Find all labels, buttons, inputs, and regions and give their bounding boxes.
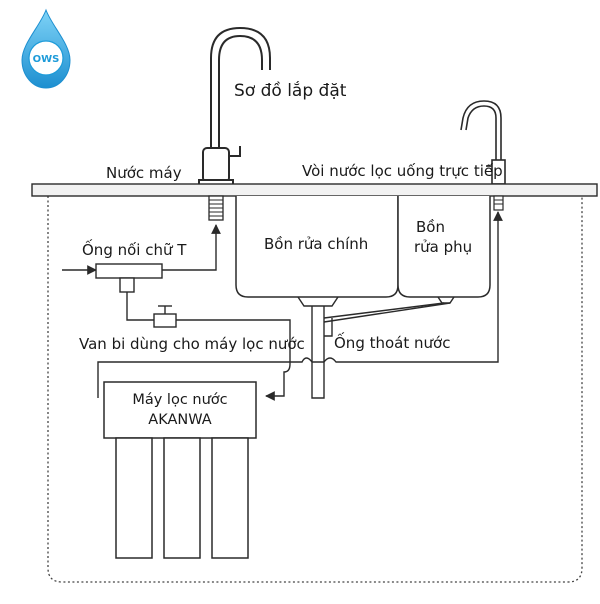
- side-sink: [397, 196, 491, 298]
- line-valve-to-filter: [176, 319, 291, 401]
- line-filter-to-faucet: [97, 211, 503, 398]
- label-main-sink: Bồn rửa chính: [264, 235, 368, 253]
- label-ball-valve: Van bi dùng cho máy lọc nước: [79, 335, 305, 353]
- logo-text: OWS: [33, 54, 60, 65]
- label-t-connector: Ống nối chữ T: [82, 238, 187, 259]
- label-drain-pipe: Ống thoát nước: [334, 331, 450, 352]
- label-side-sink-line2: rửa phụ: [414, 238, 472, 256]
- label-filter-line2: AKANWA: [148, 412, 211, 428]
- line-t-to-valve: [126, 292, 154, 321]
- ball-valve: [153, 305, 177, 328]
- main-sink: [235, 196, 399, 298]
- label-drinking-faucet: Vòi nước lọc uống trực tiếp: [302, 162, 503, 180]
- main-faucet: [198, 26, 271, 187]
- faucet-shank-drinking: [493, 195, 504, 211]
- diagram-title: Sơ đồ lắp đặt: [234, 80, 347, 101]
- t-connector: [95, 263, 163, 293]
- label-filter-line1: Máy lọc nước: [132, 392, 227, 408]
- countertop: [31, 183, 598, 197]
- logo-ring: [28, 40, 64, 76]
- label-tap-water: Nước máy: [106, 164, 182, 182]
- line-t-to-faucet: [160, 224, 221, 271]
- label-side-sink-line1: Bồn: [416, 218, 445, 236]
- drain-pipe: [297, 296, 455, 399]
- logo: OWS: [21, 8, 71, 89]
- filter-unit: [103, 381, 257, 559]
- faucet-shank-main: [208, 195, 224, 221]
- drinking-faucet: [460, 100, 506, 185]
